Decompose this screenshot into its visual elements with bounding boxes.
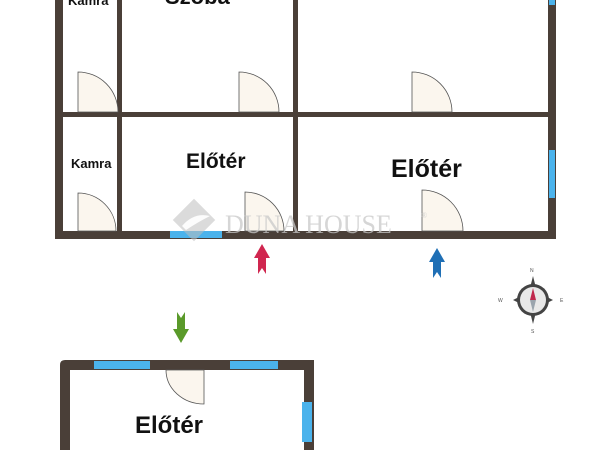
room-label-kamra: Kamra	[71, 156, 112, 171]
watermark-registered: ®	[421, 211, 427, 220]
walls-upper	[55, 0, 556, 239]
entrance-arrow-blue-icon	[429, 248, 445, 278]
watermark-text: DUNA HOUSE	[225, 210, 392, 239]
room-label-kamra-top: Kamra	[68, 0, 109, 8]
room-label-szoba: Szoba	[165, 0, 231, 9]
windows-upper	[170, 0, 555, 238]
walls-lower	[60, 360, 314, 450]
compass-e: E	[560, 298, 564, 304]
entrance-arrow-red-icon	[254, 244, 270, 274]
compass-icon: N E S W	[498, 268, 564, 335]
door-lower	[165, 369, 205, 405]
compass-s: S	[531, 329, 535, 335]
room-label-eloter-1: Előtér	[186, 150, 246, 173]
compass-w: W	[498, 298, 503, 304]
room-label-eloter-2: Előtér	[391, 155, 462, 183]
doors-upper	[77, 71, 464, 232]
compass-n: N	[530, 268, 534, 274]
watermark-logo: DUNA HOUSE ®	[172, 198, 427, 242]
room-label-eloter-3: Előtér	[135, 412, 203, 439]
windows-lower	[94, 361, 312, 442]
entrance-arrow-green-icon	[173, 312, 189, 343]
